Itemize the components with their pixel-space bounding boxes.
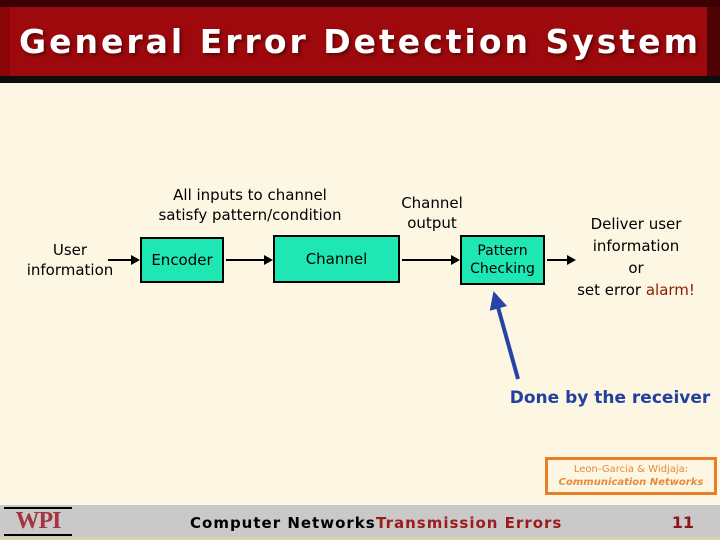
footer-course-name: Computer Networks	[190, 514, 376, 532]
page-title: General Error Detection System	[19, 22, 701, 61]
caption-line: output	[407, 214, 457, 232]
arrow-user-to-encoder	[108, 255, 140, 265]
caption-line: All inputs to channel	[173, 186, 327, 204]
caption-line: Channel	[401, 194, 463, 212]
wpi-logo-text: WPI	[15, 508, 62, 534]
caption-channel-inputs: All inputs to channel satisfy pattern/co…	[120, 185, 380, 225]
slide-header: General Error Detection System	[0, 0, 720, 76]
citation-book-title: Communication Networks	[558, 477, 704, 488]
wpi-logo: WPI	[4, 507, 72, 536]
slide-footer: WPI Computer Networks Transmission Error…	[0, 505, 720, 540]
pattern-checking-box: Pattern Checking	[460, 235, 545, 285]
label-user-information: User information	[8, 240, 132, 280]
channel-box: Channel	[273, 235, 400, 283]
receiver-annotation-arrow	[489, 291, 520, 380]
channel-box-label: Channel	[305, 250, 368, 268]
citation-authors: Leon-Garcia & Widjaja:	[573, 464, 689, 475]
deliver-line: information	[592, 237, 680, 255]
citation-box: Leon-Garcia & Widjaja: Communication Net…	[545, 457, 717, 495]
caption-channel-output: Channel output	[392, 193, 472, 233]
arrow-encoder-to-channel	[226, 255, 273, 265]
set-error-text: set error	[577, 281, 646, 299]
encoder-box-label: Encoder	[151, 251, 213, 269]
header-divider	[0, 76, 720, 83]
deliver-line: set error alarm!	[557, 279, 715, 301]
caption-line: satisfy pattern/condition	[158, 206, 342, 224]
pattern-checking-box-label: Checking	[470, 261, 535, 277]
encoder-box: Encoder	[140, 237, 224, 283]
footer-page-number: 11	[671, 513, 694, 532]
done-by-receiver-text: Done by the receiver	[509, 388, 711, 408]
arrow-pattern-to-output	[547, 255, 576, 265]
arrow-channel-to-pattern	[402, 255, 460, 265]
deliver-line: or	[628, 259, 644, 277]
footer-topic-name: Transmission Errors	[376, 514, 563, 532]
caption-line: User	[52, 241, 88, 259]
deliver-line: Deliver user	[590, 215, 682, 233]
pattern-checking-box-label: Pattern	[477, 243, 528, 259]
caption-line: information	[26, 261, 114, 279]
deliver-result-text: Deliver user information or set error al…	[557, 213, 715, 301]
alarm-highlight: alarm!	[645, 281, 695, 299]
